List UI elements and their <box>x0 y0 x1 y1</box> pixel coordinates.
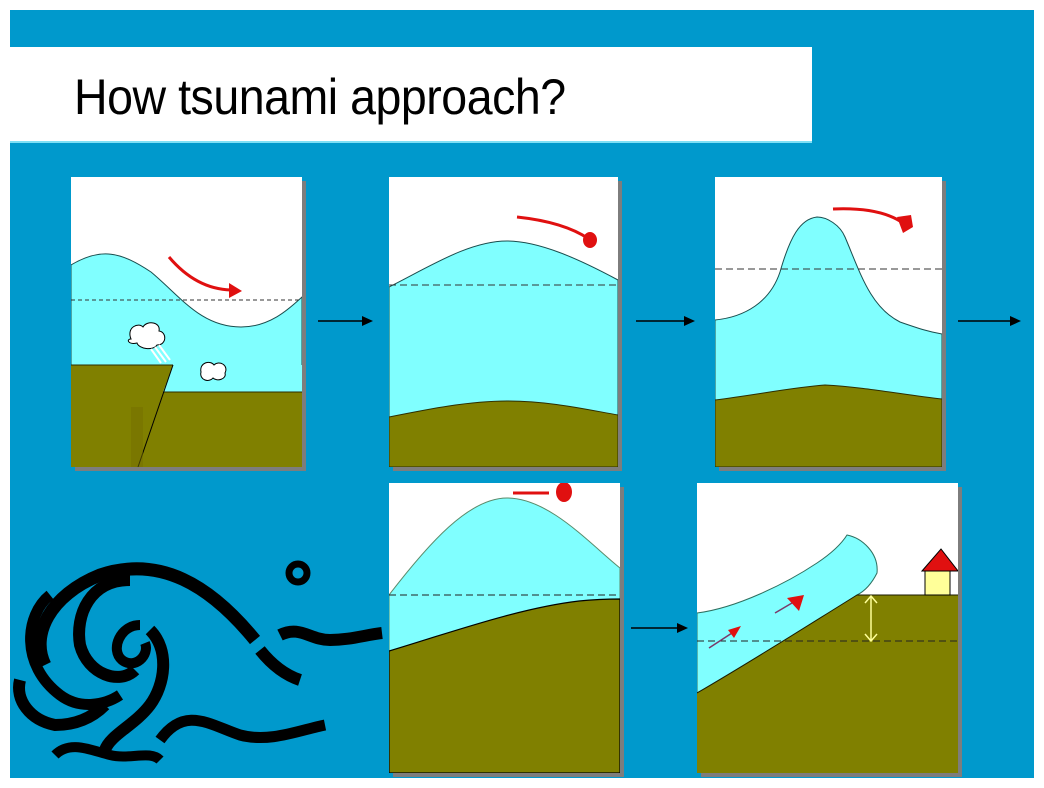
great-wave-clipart-icon <box>13 560 383 765</box>
flow-arrow-4-to-5 <box>631 623 688 633</box>
flow-arrows <box>708 595 804 649</box>
house <box>920 548 958 596</box>
flow-arrow-1-to-2 <box>318 316 373 326</box>
slide-title: How tsunami approach? <box>74 69 566 125</box>
panel-2-propagation <box>389 177 618 467</box>
flow-arrow <box>167 256 232 292</box>
panel-5-run-up <box>697 483 958 773</box>
title-box: How tsunami approach? <box>10 47 812 143</box>
panel-1-earthquake <box>71 177 302 467</box>
flow-arrow-3-continues <box>958 316 1021 326</box>
flow-arrow-2-to-3 <box>636 316 695 326</box>
panel-4-near-shore <box>389 483 620 773</box>
run-up-height-marker <box>864 594 878 643</box>
panel-3-shoaling <box>715 177 942 467</box>
